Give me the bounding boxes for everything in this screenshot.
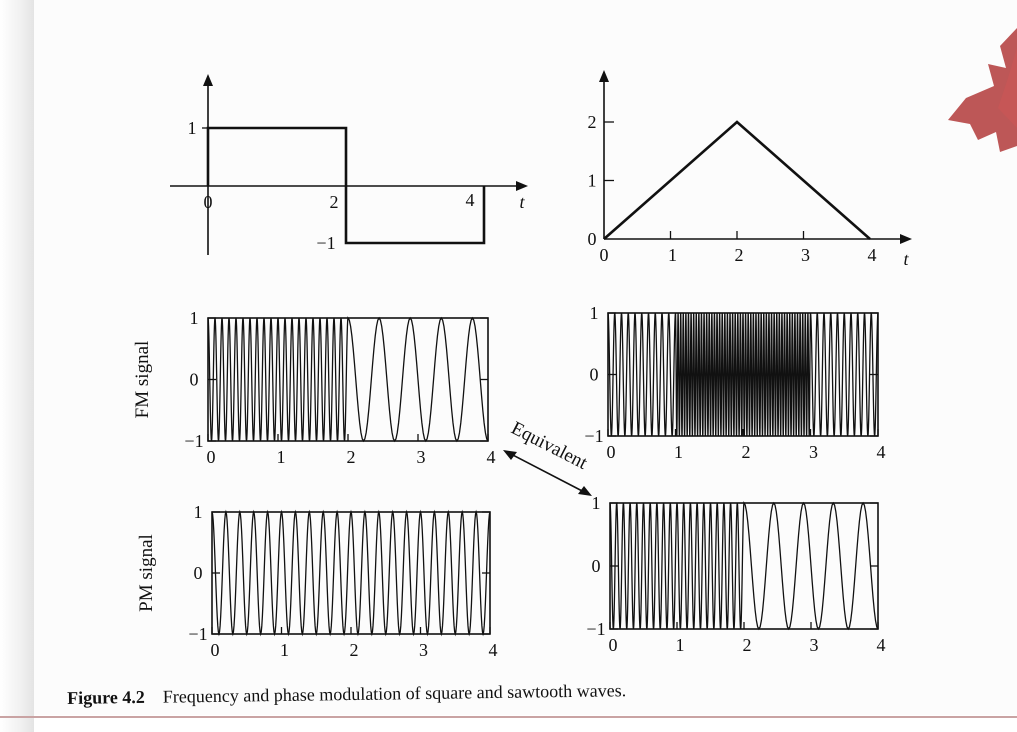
y-tick-label: 0 — [194, 563, 203, 583]
pm-square-frame — [211, 511, 491, 635]
y-tick-label: 1 — [194, 502, 203, 522]
x-tick-label: 1 — [280, 640, 289, 660]
x-tick-label: 1 — [277, 447, 286, 467]
equivalent-annotation: Equivalent — [503, 418, 592, 496]
y-axis-label: FM signal — [132, 341, 153, 419]
x-tick-label: 1 — [674, 442, 683, 462]
x-tick-label: 4 — [877, 635, 886, 655]
y-axis-label: PM signal — [136, 534, 157, 612]
bottom-rule — [0, 716, 1017, 718]
x-tick-label: 2 — [347, 447, 356, 467]
equivalent-arrowhead-lower — [578, 486, 592, 496]
x-tick-label: 2 — [742, 442, 751, 462]
x-tick-label: 0 — [600, 245, 609, 265]
x-axis-arrowhead — [516, 181, 528, 191]
x-tick-label: 0 — [207, 447, 216, 467]
x-tick-label: 3 — [810, 635, 819, 655]
x-tick-label: 3 — [809, 442, 818, 462]
equivalent-arrow — [506, 451, 589, 495]
figure-number: Figure 4.2 — [67, 686, 145, 708]
x-tick-label: 3 — [419, 640, 428, 660]
pm-sawtooth-wave-line — [609, 501, 879, 631]
y-tick-label: 0 — [190, 370, 199, 390]
x-tick-label: 0 — [211, 640, 220, 660]
fm-sawtooth-wave-line — [607, 312, 879, 437]
y-tick-label: 1 — [590, 303, 599, 323]
sawtooth-wave-line — [603, 120, 871, 240]
x-tick-label: 4 — [487, 447, 496, 467]
equivalent-arrowhead-upper — [503, 450, 517, 460]
pm-sawtooth-frame — [609, 502, 879, 630]
fm-square-frame — [207, 317, 489, 442]
y-axis-arrowhead — [599, 70, 609, 82]
x-tick-label: 2 — [330, 192, 339, 212]
x-tick-label: 2 — [735, 245, 744, 265]
fm-square-wave-line — [207, 316, 489, 443]
page-gutter-shadow — [0, 0, 34, 732]
y-tick-label: 0 — [590, 365, 599, 385]
y-axis-arrowhead — [203, 74, 213, 86]
equivalent-label: Equivalent — [508, 418, 592, 474]
x-tick-label: 1 — [668, 245, 677, 265]
x-axis-label: t — [519, 192, 525, 212]
y-tick-label: 1 — [188, 118, 197, 138]
x-tick-label: 4 — [877, 442, 886, 462]
y-tick-label: 1 — [190, 308, 199, 328]
y-tick-label: −1 — [188, 624, 207, 644]
x-tick-label: 0 — [204, 192, 213, 212]
y-tick-label: 1 — [588, 171, 597, 191]
y-tick-label: 0 — [588, 229, 597, 249]
sawtooth-wave-plot: 0 1 2 0 1 2 3 4 t — [588, 70, 912, 269]
y-tick-label: 1 — [592, 493, 601, 513]
x-tick-label: 4 — [868, 245, 877, 265]
square-wave-plot: 1 −1 0 2 4 t — [170, 74, 528, 255]
x-tick-label: 3 — [801, 245, 810, 265]
x-tick-label: 1 — [676, 635, 685, 655]
x-tick-label: 0 — [607, 442, 616, 462]
y-tick-label: −1 — [584, 426, 603, 446]
x-tick-label: 2 — [350, 640, 359, 660]
maple-leaf-icon — [948, 28, 1017, 152]
y-tick-label: 2 — [588, 112, 597, 132]
x-tick-label: 4 — [489, 640, 498, 660]
square-wave-line — [206, 126, 486, 245]
x-tick-label: 4 — [466, 190, 475, 210]
pm-square-wave-line — [211, 509, 491, 637]
x-tick-label: 2 — [743, 635, 752, 655]
x-tick-label: 3 — [417, 447, 426, 467]
x-axis-arrowhead — [900, 234, 912, 244]
y-tick-label: −1 — [316, 233, 335, 253]
y-tick-label: −1 — [184, 431, 203, 451]
y-tick-label: 0 — [592, 556, 601, 576]
x-axis-label: t — [903, 249, 909, 269]
y-tick-label: −1 — [586, 619, 605, 639]
x-tick-label: 0 — [609, 635, 618, 655]
